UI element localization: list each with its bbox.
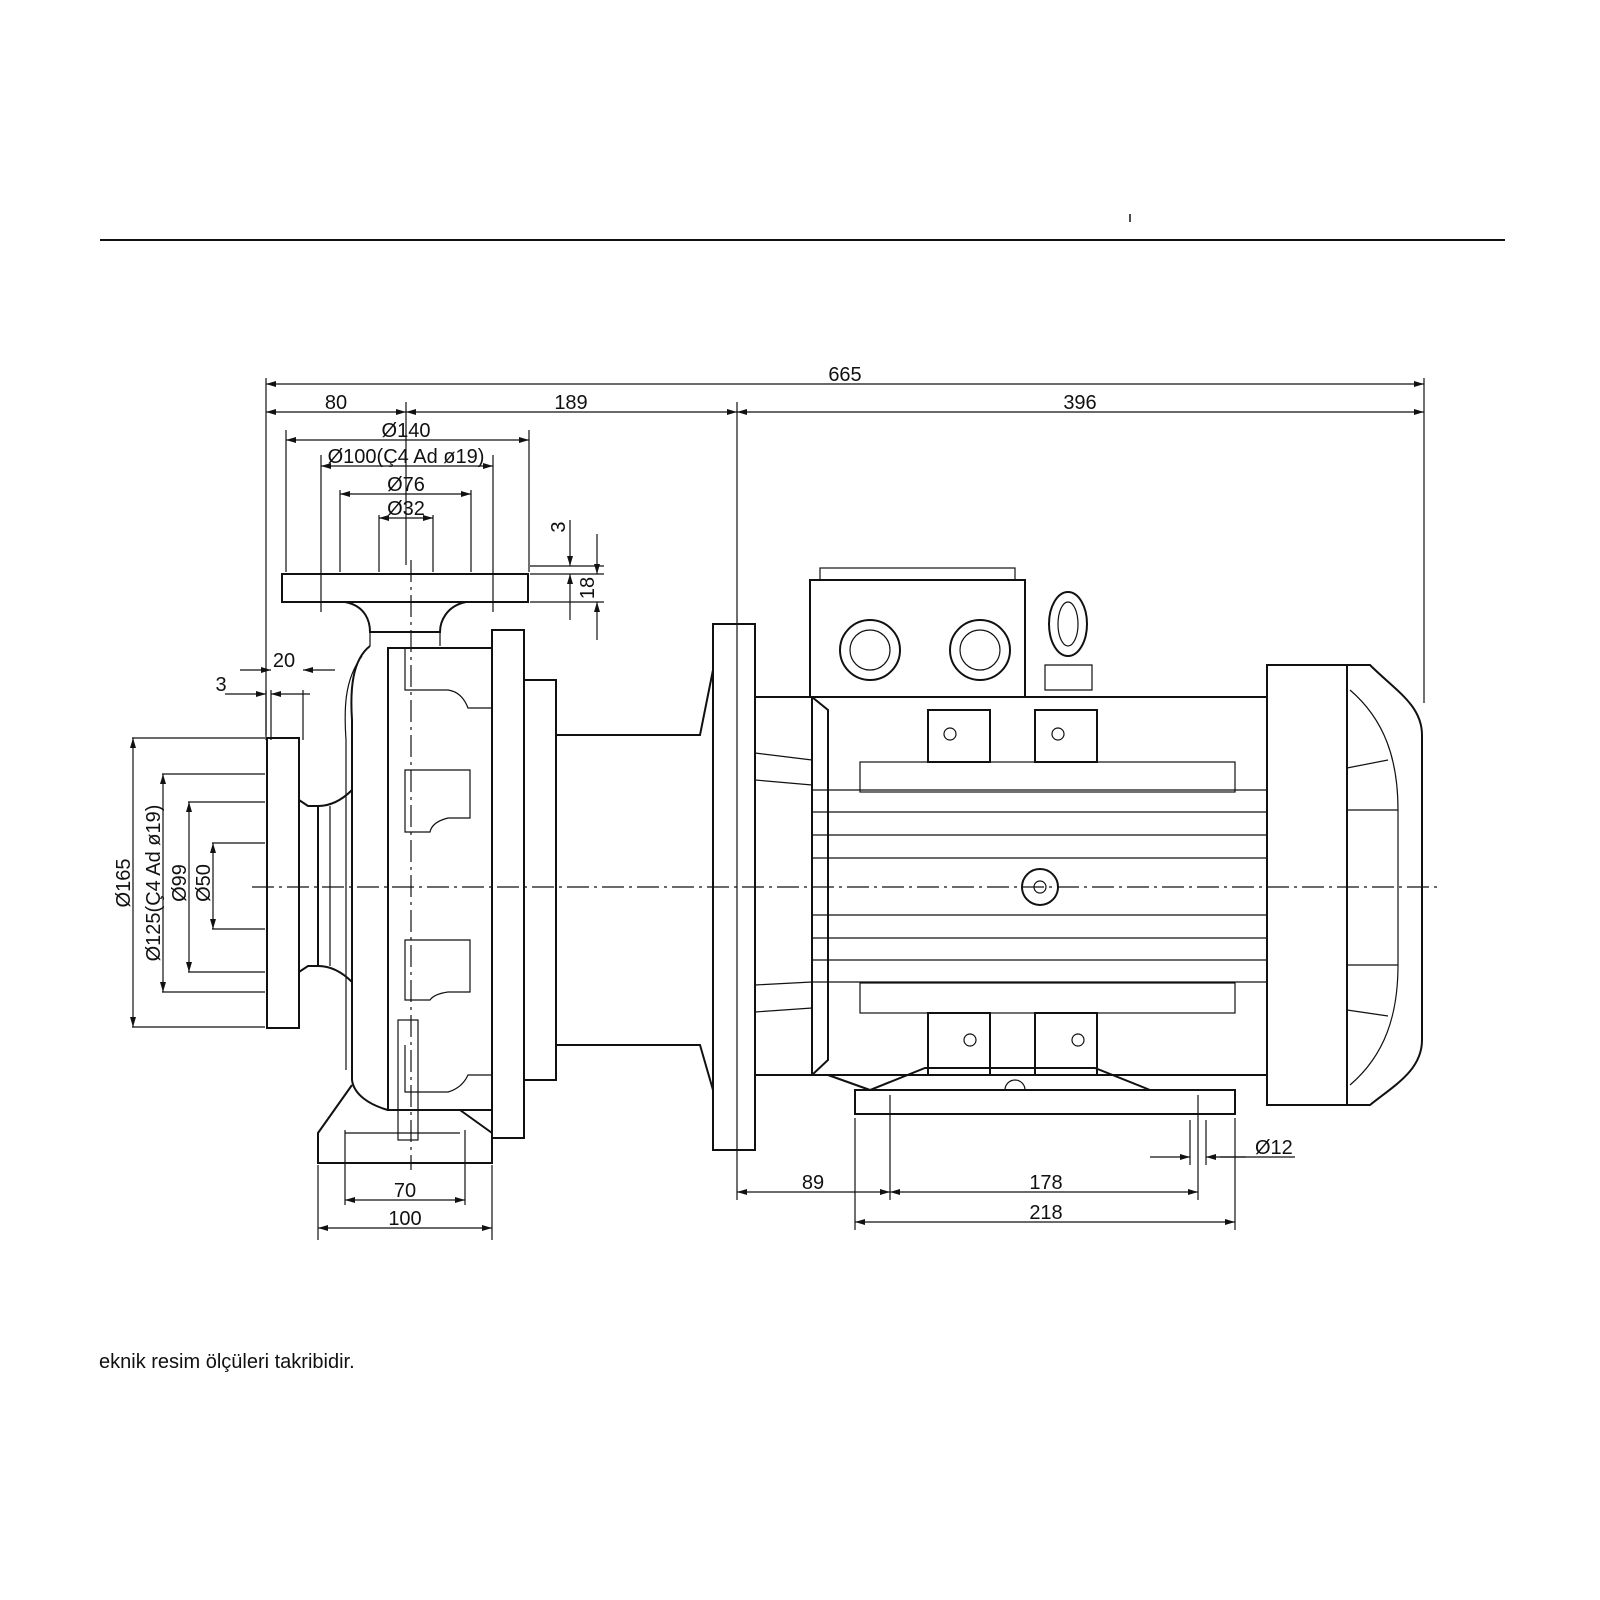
dim-flange-to-motor-foot: 89 <box>802 1172 824 1194</box>
dim-suct-flange-thk: 20 <box>273 650 295 672</box>
dim-suct-flange-od: Ø165 <box>113 859 135 908</box>
dim-pump-suction-offset: 80 <box>325 392 347 414</box>
dim-suct-face-step: 3 <box>215 674 226 696</box>
dim-pump-to-flange: 189 <box>554 392 587 414</box>
dim-suct-raised-face: Ø99 <box>169 864 191 902</box>
dim-suct-bore: Ø50 <box>193 864 215 902</box>
dim-disch-bore: Ø32 <box>387 498 425 520</box>
center-lines <box>252 560 1440 1170</box>
dim-motor-foot-width: 218 <box>1029 1202 1062 1224</box>
dim-disch-raised-face: Ø76 <box>387 474 425 496</box>
dimension-lines <box>130 378 1425 1240</box>
dim-foot-hole-dia: Ø12 <box>1255 1137 1293 1159</box>
dim-overall-length: 665 <box>828 364 861 386</box>
dim-disch-bolt-circle: Ø100(Ç4 Ad ø19) <box>328 446 485 468</box>
approximate-dimensions-note: eknik resim ölçüleri takribidir. <box>99 1351 355 1373</box>
dim-disch-flange-od: Ø140 <box>382 420 431 442</box>
dim-suct-bolt-circle: Ø125(Ç4 Ad ø19) <box>143 805 165 962</box>
dim-disch-face-step: 3 <box>548 521 570 532</box>
dim-motor-length: 396 <box>1063 392 1096 414</box>
dim-disch-flange-thk: 18 <box>577 577 599 599</box>
dim-pump-foot-holes: 70 <box>394 1180 416 1202</box>
dimension-labels: 665 80 189 396 Ø140 Ø100(Ç4 Ad ø19) Ø76 … <box>113 364 1293 1230</box>
dim-motor-foot-holes: 178 <box>1029 1172 1062 1194</box>
dim-pump-foot-width: 100 <box>388 1208 421 1230</box>
electric-motor <box>754 567 1423 1115</box>
pump-casing <box>266 573 557 1164</box>
